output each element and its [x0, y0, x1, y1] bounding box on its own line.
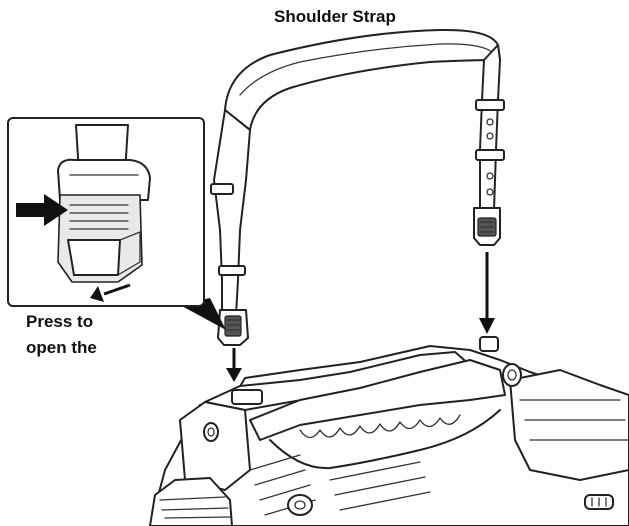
- press-arrow-icon: [16, 194, 68, 226]
- slide-arrow-icon: [90, 283, 131, 302]
- press-instruction-line-1: Press to: [26, 312, 94, 331]
- shoulder-strap: [210, 28, 505, 346]
- camera-body: [149, 336, 629, 526]
- press-instruction-line-2: open the: [26, 338, 97, 357]
- inset-detail-box: [7, 117, 205, 307]
- shoulder-strap-label: Shoulder Strap: [274, 7, 396, 26]
- attach-arrows-icon: [226, 252, 495, 382]
